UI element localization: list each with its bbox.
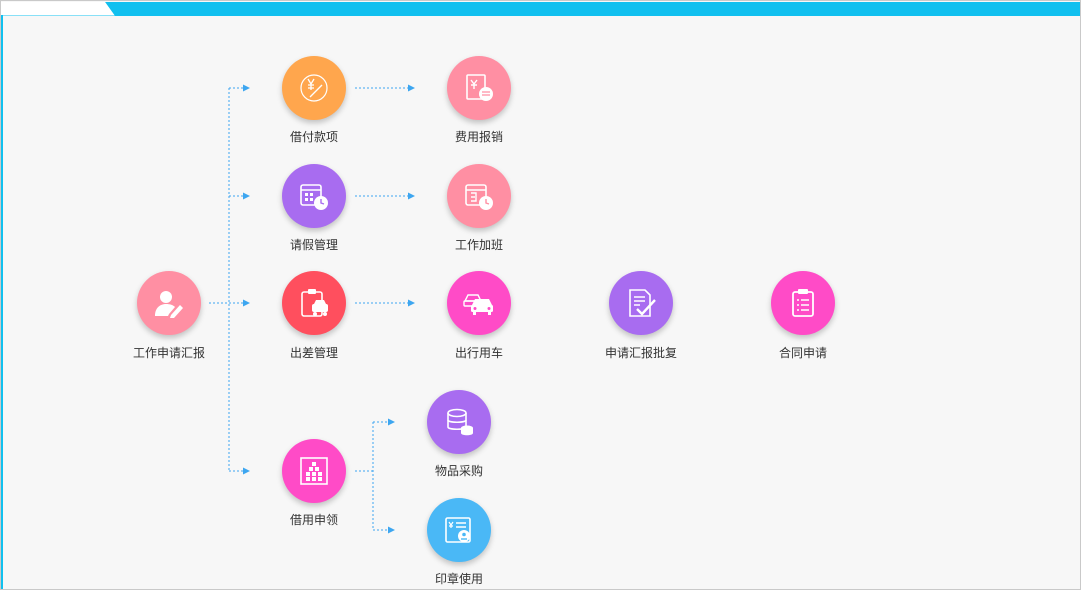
- node-borrow-request[interactable]: [282, 439, 346, 503]
- node-seal-usage[interactable]: [427, 498, 491, 562]
- clipboard-car-icon: [301, 289, 328, 317]
- label-overtime: 工作加班: [454, 238, 503, 252]
- label-work-request-report: 工作申请汇报: [132, 346, 205, 360]
- stamp-document-icon: [445, 517, 471, 543]
- node-leave-management[interactable]: [282, 164, 346, 228]
- receipt-exchange-icon: [466, 74, 493, 101]
- label-expense-reimbursement: 费用报销: [454, 130, 503, 144]
- node-loan-payment[interactable]: [282, 56, 346, 120]
- label-borrow-request: 借用申领: [289, 513, 338, 527]
- node-report-approval[interactable]: [609, 271, 673, 335]
- yen-coin-icon: [300, 74, 328, 102]
- node-goods-purchase[interactable]: [427, 390, 491, 454]
- label-business-trip: 出差管理: [289, 346, 338, 360]
- label-leave-management: 请假管理: [289, 238, 338, 252]
- database-icon: [447, 408, 473, 436]
- node-work-request-report[interactable]: [137, 271, 201, 335]
- label-contract-request: 合同申请: [778, 346, 827, 360]
- left-accent-border: [1, 15, 3, 589]
- label-seal-usage: 印章使用: [434, 572, 483, 586]
- label-report-approval: 申请汇报批复: [604, 346, 677, 360]
- label-loan-payment: 借付款项: [289, 130, 338, 144]
- node-expense-reimbursement[interactable]: [447, 56, 511, 120]
- user-pencil-icon: [155, 291, 183, 318]
- node-contract-request[interactable]: [771, 271, 835, 335]
- calendar-clock-icon: [465, 184, 493, 210]
- document-check-icon: [629, 289, 656, 317]
- label-goods-purchase: 物品采购: [434, 464, 483, 478]
- label-vehicle-use: 出行用车: [454, 346, 503, 360]
- building-icon: [300, 457, 328, 485]
- clipboard-list-icon: [792, 289, 814, 317]
- node-overtime[interactable]: [447, 164, 511, 228]
- cars-icon: [463, 294, 493, 315]
- node-business-trip[interactable]: [282, 271, 346, 335]
- calendar-clock-icon: [300, 184, 328, 210]
- node-vehicle-use[interactable]: [447, 271, 511, 335]
